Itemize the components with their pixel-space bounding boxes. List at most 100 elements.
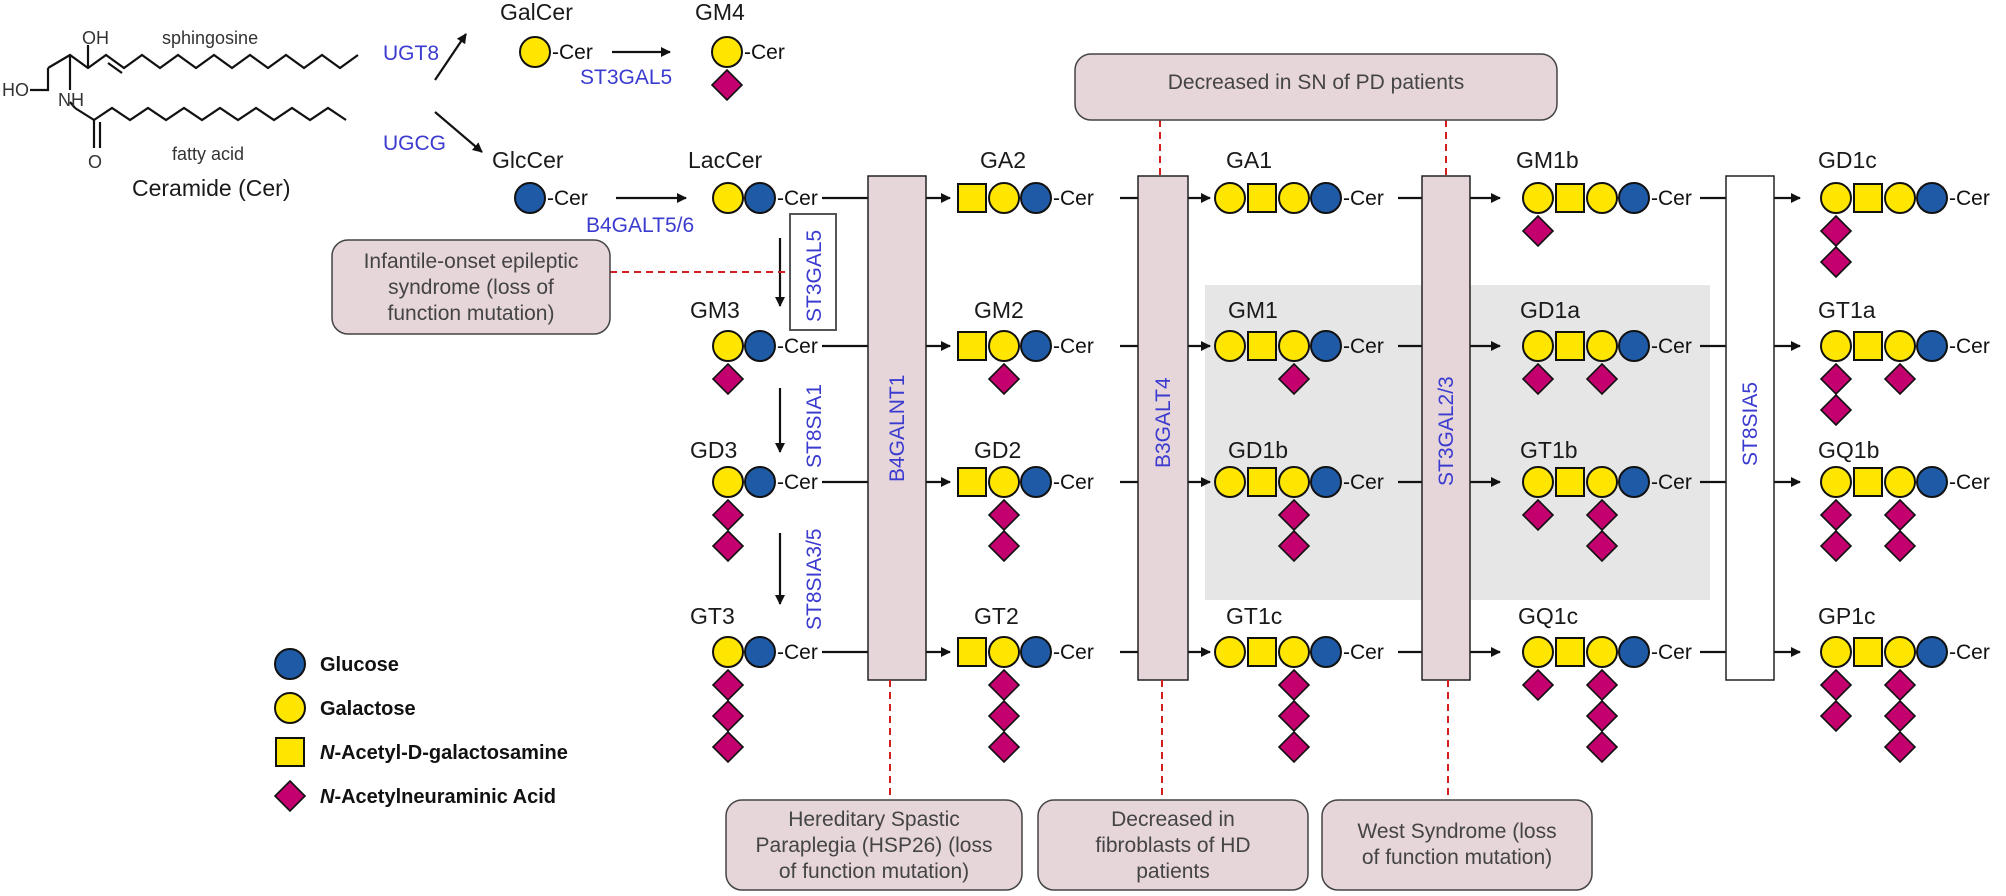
galactose-circle (1522, 330, 1554, 362)
cer-suffix: -Cer (1949, 641, 1990, 664)
galnac-square (1247, 637, 1277, 667)
neu5ac-diamond (1819, 668, 1853, 702)
galactose-circle (1522, 466, 1554, 498)
gm3-glycan: -Cer (711, 330, 818, 396)
glucose-circle (744, 182, 776, 214)
galactose-circle (988, 466, 1020, 498)
galactose-circle (1278, 636, 1310, 668)
legend-item: Galactose (274, 692, 416, 724)
cer-suffix: -Cer (1651, 335, 1692, 358)
legend-label: Galactose (320, 698, 416, 720)
ugt8-arrow (434, 33, 467, 81)
st8sia1-label: ST8SIA1 (803, 384, 826, 468)
galactose-circle (1586, 330, 1618, 362)
o-label: O (88, 152, 102, 172)
galactose-circle (1884, 330, 1916, 362)
neu5ac-diamond (1883, 498, 1917, 532)
galactose-circle (711, 36, 743, 68)
gm2-glycan: -Cer (957, 330, 1094, 396)
hd-note-box (1037, 799, 1309, 891)
glucose-circle (744, 466, 776, 498)
b3galt4-label: B3GALT4 (1152, 377, 1175, 468)
neu5ac-diamond (1883, 730, 1917, 764)
gq1c-glycan: -Cer (1521, 636, 1692, 764)
hsp-note-box (725, 799, 1023, 891)
neu5ac-diamond (1819, 699, 1853, 733)
gt1c-glycan: -Cer (1214, 636, 1384, 764)
glucose-circle (1020, 182, 1052, 214)
gm4-label: GM4 (695, 0, 745, 25)
galactose-circle (1820, 466, 1852, 498)
hd-note-line-3: patients (1136, 860, 1210, 883)
glucose-circle (1618, 466, 1650, 498)
neu5ac-diamond (1521, 668, 1555, 702)
galnac-square (1853, 183, 1883, 213)
glucose-circle (1916, 182, 1948, 214)
gq1b-label: GQ1b (1818, 437, 1879, 463)
neu5ac-diamond (711, 668, 745, 702)
gd1a-label: GD1a (1520, 297, 1580, 323)
neu5ac-diamond (987, 362, 1021, 396)
laccer-glycan: -Cer (712, 182, 818, 214)
neu5ac-diamond (1883, 699, 1917, 733)
galactose-circle (988, 330, 1020, 362)
cer-suffix: -Cer (547, 187, 588, 210)
gd1c-glycan: -Cer (1819, 182, 1990, 279)
sphingosine-double-bond (107, 62, 123, 74)
sphingosine-label: sphingosine (162, 28, 258, 48)
galactose-circle (1820, 330, 1852, 362)
ceramide-structure (30, 45, 359, 148)
gp1c-label: GP1c (1818, 603, 1876, 629)
cer-suffix: -Cer (1343, 641, 1384, 664)
gq1c-label: GQ1c (1518, 603, 1578, 629)
galnac-square (1555, 467, 1585, 497)
ga1-label: GA1 (1226, 147, 1272, 173)
galactose-circle (1214, 636, 1246, 668)
gm1-label: GM1 (1228, 297, 1278, 323)
galnac-square (1247, 183, 1277, 213)
st3gal5-top-label: ST3GAL5 (580, 66, 672, 89)
glycan-structures: -Cer -Cer -Cer -Cer -Cer -Cer -Cer -Cer -Cer -Cer… (514, 36, 1990, 764)
cer-suffix: -Cer (1343, 471, 1384, 494)
galnac-square (1853, 467, 1883, 497)
cer-suffix: -Cer (744, 41, 785, 64)
gd1b-label: GD1b (1228, 437, 1288, 463)
b3galt4-box (1137, 175, 1189, 681)
galactose-circle (1820, 636, 1852, 668)
sphingosine-chain (47, 53, 359, 70)
epileptic-note-box (331, 239, 611, 335)
glucose-circle (1618, 182, 1650, 214)
neu5ac-diamond (1585, 668, 1619, 702)
galactose-circle (1278, 330, 1310, 362)
galnac-square (1853, 637, 1883, 667)
neu5ac-diamond (711, 362, 745, 396)
ho-bond (30, 68, 50, 92)
galactose-circle (1522, 636, 1554, 668)
glucose-circle (1618, 636, 1650, 668)
cer-suffix: -Cer (777, 335, 818, 358)
gm4-glycan: -Cer (710, 36, 785, 102)
galcer-glycan: -Cer (519, 36, 593, 68)
galnac-square (957, 467, 987, 497)
cer-suffix: -Cer (1651, 471, 1692, 494)
glucose-circle (1310, 330, 1342, 362)
legend-symbol (273, 779, 307, 813)
galactose-circle (1884, 466, 1916, 498)
gp1c-glycan: -Cer (1819, 636, 1990, 764)
neu5ac-diamond (987, 498, 1021, 532)
st8sia35-label: ST8SIA3/5 (803, 528, 826, 630)
legend-symbol (274, 648, 306, 680)
gt1a-glycan: -Cer (1819, 330, 1990, 427)
neu5ac-diamond (1585, 699, 1619, 733)
horizontal-arrows (822, 193, 1801, 657)
legend-symbol (274, 692, 306, 724)
gd1a-glycan: -Cer (1521, 330, 1692, 396)
galactose-circle (712, 182, 744, 214)
fatty-acid-label: fatty acid (172, 144, 244, 164)
glucose-circle (1916, 466, 1948, 498)
galnac-square (1555, 331, 1585, 361)
neu5ac-diamond (1585, 529, 1619, 563)
laccer-label: LacCer (688, 147, 762, 173)
galnac-square (1555, 637, 1585, 667)
gq1b-glycan: -Cer (1819, 466, 1990, 563)
